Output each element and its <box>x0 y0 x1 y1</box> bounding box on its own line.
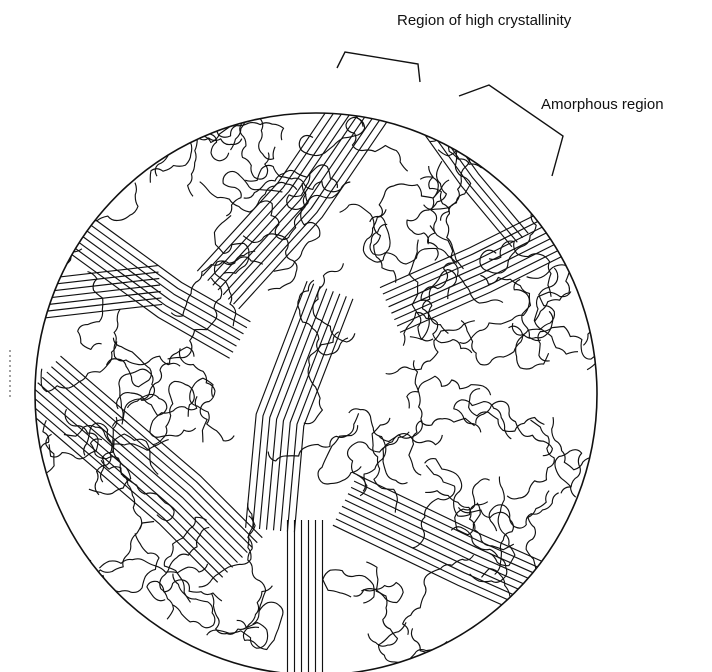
amorphous-chain <box>461 321 523 365</box>
crystalline-region-label: Region of high crystallinity <box>397 12 571 29</box>
amorphous-chain <box>173 574 215 628</box>
crystalline-lamella <box>336 519 552 619</box>
amorphous-chain <box>0 249 82 276</box>
amorphous-chain <box>370 224 438 264</box>
amorphous-chain <box>460 279 530 343</box>
amorphous-chain <box>403 312 472 352</box>
crystalline-lamella <box>48 237 230 358</box>
amorphous-chain <box>318 425 361 484</box>
amorphous-chain <box>463 115 511 182</box>
amorphous-chain <box>150 127 229 183</box>
amorphous-chain <box>526 491 549 595</box>
amorphous-chain <box>190 378 234 441</box>
amorphous-chain <box>160 527 209 619</box>
amorphous-chain <box>98 72 149 161</box>
amorphous-chain <box>217 109 284 140</box>
amorphous-chain <box>207 620 268 648</box>
crystalline-lamella <box>394 224 594 319</box>
crystalline-lamella <box>423 108 523 238</box>
amorphous-chain <box>37 215 83 261</box>
amorphous-chain <box>349 409 386 496</box>
crystalline-lamella <box>56 226 237 346</box>
amorphous-chain <box>150 396 197 437</box>
crystalline-lamella <box>42 377 242 557</box>
crystalline-lamella <box>333 525 549 625</box>
amorphous-region-label: Amorphous region <box>541 96 664 113</box>
amorphous-chain <box>583 307 650 345</box>
crystalline-lamella <box>32 304 162 319</box>
amorphous-chain <box>477 150 535 181</box>
amorphous-chain <box>244 165 338 198</box>
amorphous-chain <box>425 491 514 550</box>
amorphous-chain <box>339 51 377 112</box>
amorphous-chain <box>587 268 610 370</box>
amorphous-chain <box>386 321 475 374</box>
amorphous-chain <box>409 418 475 475</box>
amorphous-chain <box>361 562 403 603</box>
amorphous-chain <box>41 341 117 391</box>
crystalline-lamella <box>28 266 158 281</box>
amorphous-chain <box>313 263 355 342</box>
crystalline-lamella <box>274 291 334 530</box>
chain-pattern <box>0 44 651 672</box>
amorphous-chain <box>507 420 554 499</box>
amorphous-chain <box>240 101 269 179</box>
amorphous-chain <box>36 535 90 588</box>
amorphous-chain <box>555 450 582 497</box>
crystalline-lamella <box>287 296 346 531</box>
amorphous-chain <box>363 209 390 262</box>
amorphous-chain <box>407 161 446 244</box>
amorphous-chain <box>323 570 374 603</box>
amorphous-chain <box>96 522 154 592</box>
amorphous-chain <box>243 234 297 290</box>
amorphous-chain <box>78 272 103 350</box>
amorphous-chain <box>113 417 142 529</box>
amorphous-chain <box>304 332 339 424</box>
amorphous-chain <box>122 347 194 424</box>
crystalline-lamella <box>267 289 327 530</box>
amorphous-chain <box>425 459 488 517</box>
crystalline-lamella <box>68 209 247 328</box>
amorphous-chain <box>527 265 570 322</box>
amorphous-chain <box>179 348 215 442</box>
crystalline-lamella <box>213 56 389 285</box>
amorphous-chain <box>188 133 229 196</box>
crystalline-lamella <box>348 494 563 594</box>
amorphous-chain <box>430 77 492 142</box>
crystalline-region-bracket <box>337 52 420 82</box>
crystalline-lamella <box>294 299 353 532</box>
crystalline-lamella <box>354 481 568 581</box>
amorphous-chain <box>469 389 545 432</box>
amorphous-chain <box>410 263 454 340</box>
amorphous-chain <box>354 589 398 646</box>
amorphous-chain <box>99 559 207 573</box>
amorphous-chain <box>403 555 474 635</box>
amorphous-chain <box>212 586 273 635</box>
amorphous-chain <box>25 216 72 267</box>
crystalline-lamella <box>38 383 238 563</box>
amorphous-chain <box>32 420 55 475</box>
amorphous-chain <box>340 204 396 282</box>
